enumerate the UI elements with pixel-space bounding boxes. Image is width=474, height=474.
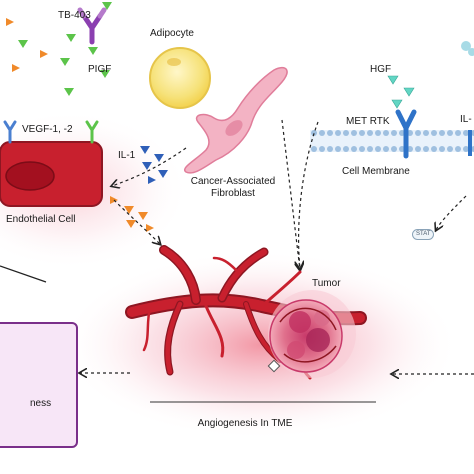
tme-glow — [60, 250, 460, 440]
fibroblast-label-line1: Cancer-Associated — [190, 176, 276, 187]
il-partial-label: IL- — [460, 114, 472, 125]
plgf-ligands — [6, 2, 112, 96]
signal-arrows — [80, 119, 474, 374]
tumor-label: Tumor — [312, 278, 341, 289]
fibroblast-nucleus — [225, 120, 243, 136]
cell-membrane-label: Cell Membrane — [342, 166, 410, 177]
plgf-label: PIGF — [88, 64, 112, 75]
outcome-box — [0, 322, 78, 448]
vegf-label: VEGF-1, -2 — [22, 124, 73, 135]
arrow-il1-to-endothelial — [112, 147, 187, 186]
tumor-mass — [267, 290, 356, 378]
arrow-vegf-to-tme — [113, 199, 160, 244]
adipocyte-nucleus — [167, 58, 181, 66]
outcome-box-text: ness — [30, 398, 52, 409]
arrow-fibroblast-to-tumor — [281, 119, 300, 270]
tb403-label: TB-403 — [58, 10, 91, 21]
angiogenesis-label: Angiogenesis In TME — [197, 418, 293, 429]
met-rtk-receptor-icon — [395, 109, 417, 159]
il1-label: IL-1 — [118, 150, 136, 161]
tb403-antibody-icon — [77, 7, 107, 45]
vegf-receptor-icons — [3, 120, 99, 144]
endothelial-cell-label: Endothelial Cell — [6, 214, 76, 225]
adipocyte-cell — [149, 47, 211, 109]
arrow-membrane-to-tumor — [299, 121, 319, 268]
hgf-ligands — [387, 75, 415, 109]
arrow-stat-path — [436, 195, 467, 230]
il1-ligands — [140, 146, 168, 184]
hgf-label: HGF — [370, 64, 392, 75]
fibroblast-cell — [183, 66, 288, 174]
partial-ligand-icon — [461, 41, 474, 56]
stat-badge: STAT — [412, 229, 435, 240]
cell-membrane — [310, 130, 474, 152]
endothelial-nucleus — [5, 161, 55, 191]
left-edge-line — [0, 265, 47, 283]
met-rtk-label: MET RTK — [346, 116, 390, 127]
fibroblast-label-line2: Fibroblast — [211, 188, 255, 199]
adipocyte-label: Adipocyte — [150, 28, 194, 39]
